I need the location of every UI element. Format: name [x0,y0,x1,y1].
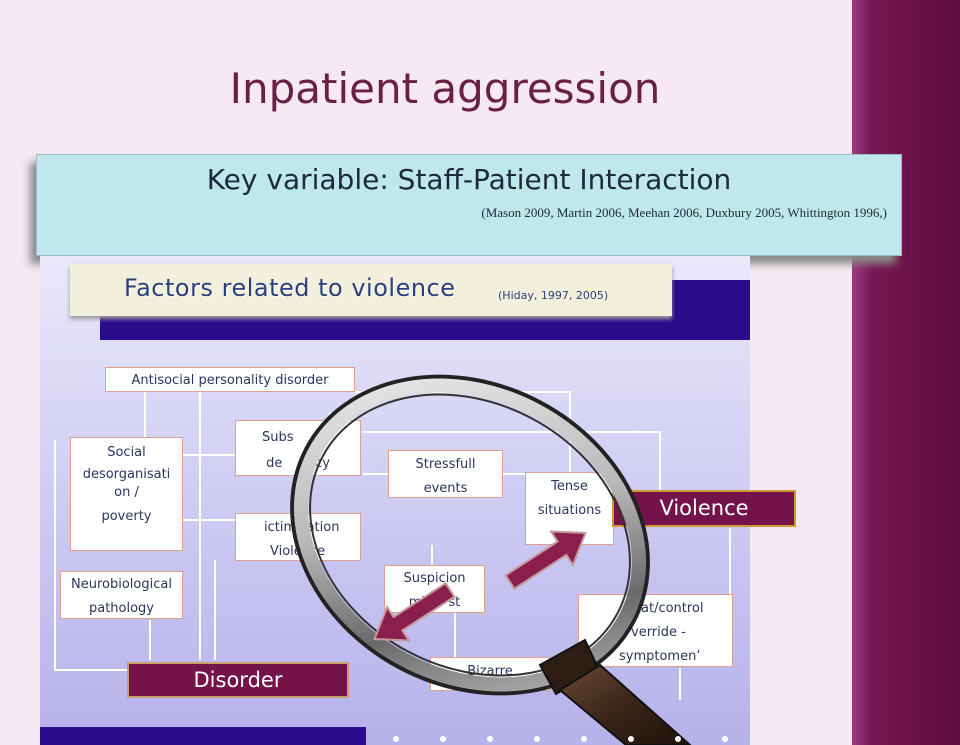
side-stripe [852,0,960,745]
threat-box: at/control verride - symptomen’ [578,594,733,667]
stressfull-box: Stressfull events [388,450,503,498]
social-line-2: desorganisati [82,467,171,482]
neuro-line-1: Neurobiological [71,577,172,592]
decor-dot [722,736,728,742]
stressfull-line-2: events [423,481,468,496]
factors-title: Factors related to violence [124,274,456,302]
neuro-box: Neurobiological pathology [60,571,183,619]
tense-line-2: situations [537,503,602,518]
decor-dot [675,736,681,742]
slide-title: Inpatient aggression [229,64,661,113]
key-variable-box: Key variable: Staff-Patient Interaction … [36,154,902,256]
tense-line-1: Tense [551,479,588,494]
violence-label: Violence [659,496,749,520]
decor-dot [581,736,587,742]
factors-banner: Factors related to violence (Hiday, 1997… [70,264,672,316]
neuro-line-2: pathology [88,601,155,616]
tense-box: Tense situations [525,472,614,545]
antisocial-label: Antisocial personality disorder [131,373,329,388]
decor-dot [487,736,493,742]
decor-dot [393,736,399,742]
social-line-4: poverty [101,509,152,524]
disorder-box: Disorder [127,662,349,698]
stressfull-line-1: Stressfull [415,457,476,472]
social-line-3: on / [114,485,139,500]
navy-band-bottom [40,727,366,745]
threat-line-2: verride - [631,625,686,640]
social-line-1: Social [107,445,146,460]
disorder-label: Disorder [193,668,283,692]
antisocial-box: Antisocial personality disorder [105,367,355,392]
key-variable-citation: (Mason 2009, Martin 2006, Meehan 2006, D… [481,205,887,220]
factors-citation: (Hiday, 1997, 2005) [498,289,609,302]
key-variable-title: Key variable: Staff-Patient Interaction [206,163,732,196]
decor-dot [534,736,540,742]
decor-dot [628,736,634,742]
substance-line-1: Subs [262,430,294,445]
decor-dot [440,736,446,742]
threat-line-3: symptomen’ [619,649,701,664]
social-box: Social desorganisati on / poverty [70,437,183,551]
suspicion-line-1: Suspicion [403,571,466,586]
threat-line-1: at/control [641,601,704,616]
